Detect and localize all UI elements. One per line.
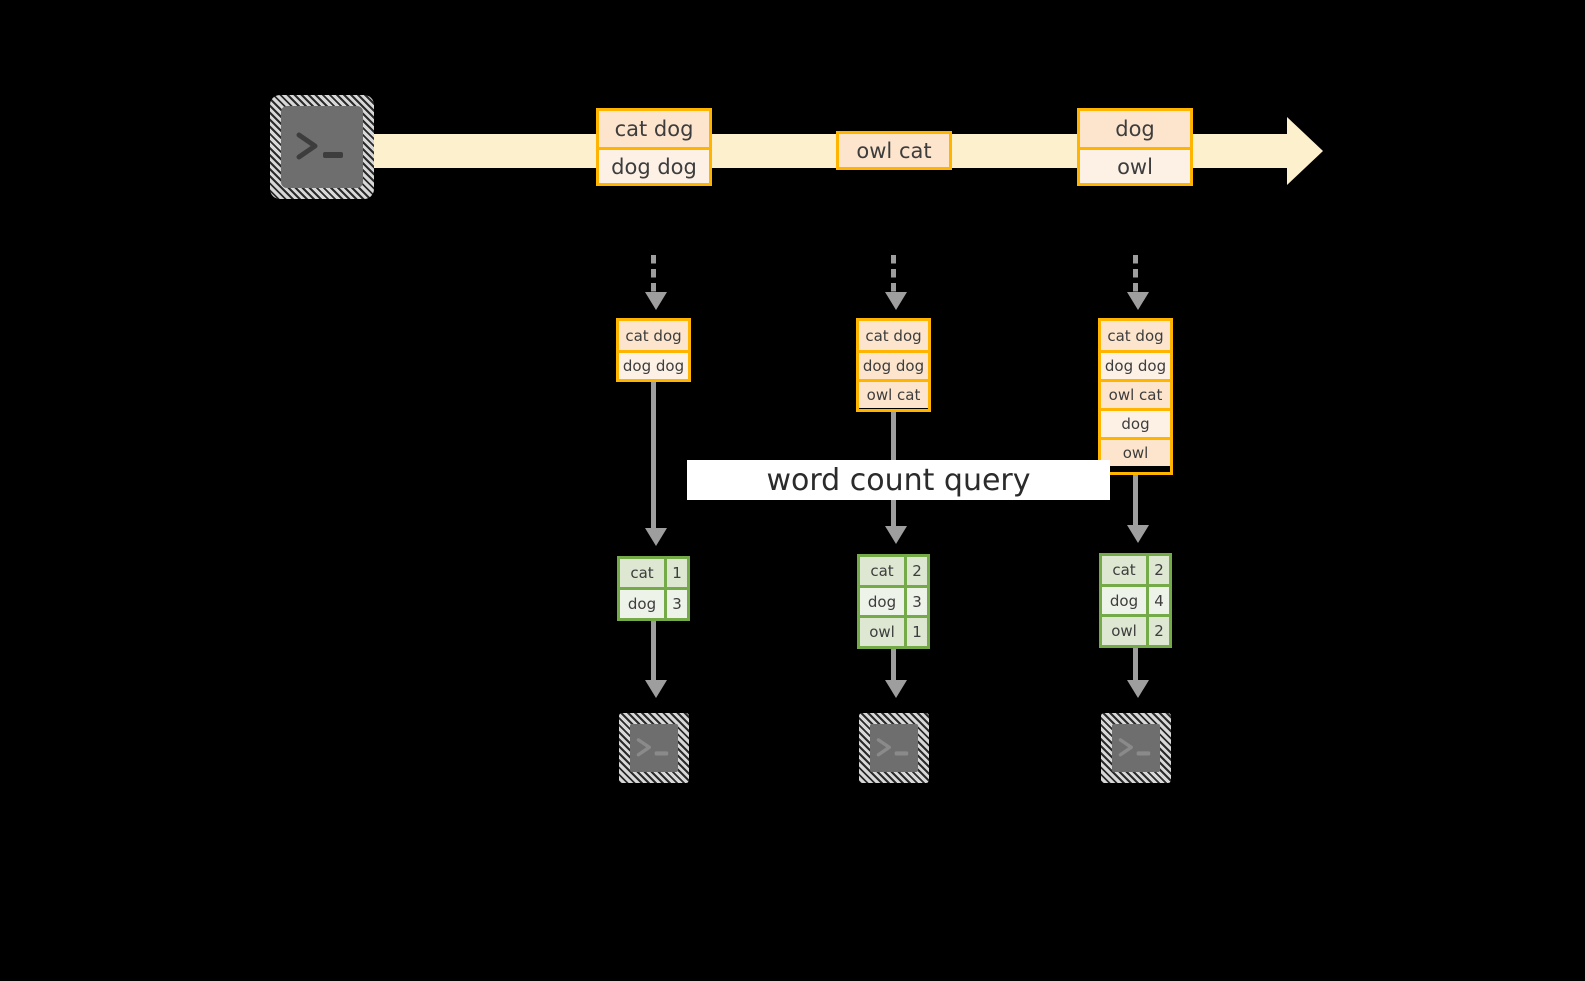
snapshot-3-sink-connector	[1133, 648, 1138, 683]
snapshot-1-query-connector	[651, 382, 656, 532]
result-row: dog 3	[620, 587, 687, 618]
snapshot-3-result-table[interactable]: cat 2 dog 4 owl 2	[1099, 553, 1172, 648]
snapshot-row: cat dog	[1101, 321, 1170, 350]
snapshot-3-sink-arrowhead	[1127, 680, 1149, 698]
terminal-screen	[870, 724, 918, 772]
terminal-screen	[1112, 724, 1160, 772]
result-count: 3	[904, 587, 927, 616]
snapshot-1-sink-connector	[651, 621, 656, 683]
snapshot-2-input-table[interactable]: cat dog dog dog owl cat	[856, 318, 931, 412]
stream-group-3[interactable]: dog owl	[1077, 108, 1193, 186]
terminal-screen	[281, 106, 363, 188]
result-row: cat 1	[620, 559, 687, 587]
snapshot-3-sink-terminal-icon[interactable]	[1101, 713, 1171, 783]
result-count: 1	[664, 559, 687, 587]
result-word: owl	[860, 618, 904, 647]
result-row: owl 1	[860, 615, 927, 647]
snapshot-2-capture-connector	[891, 255, 896, 295]
terminal-screen	[630, 724, 678, 772]
query-label-text: word count query	[766, 462, 1031, 498]
result-count: 2	[904, 557, 927, 585]
snapshot-row: cat dog	[619, 321, 688, 350]
snapshot-1-query-arrowhead	[645, 528, 667, 546]
snapshot-1-capture-arrowhead	[645, 292, 667, 310]
stream-group-2[interactable]: owl cat	[836, 131, 952, 170]
terminal-prompt-glyph	[636, 738, 669, 757]
snapshot-row: dog dog	[619, 350, 688, 379]
snapshot-row: owl cat	[1101, 379, 1170, 408]
result-word: cat	[1102, 556, 1146, 584]
stream-record: dog	[1080, 111, 1190, 147]
stream-group-1[interactable]: cat dog dog dog	[596, 108, 712, 186]
source-terminal-icon[interactable]	[270, 95, 374, 199]
result-word: dog	[1102, 586, 1146, 615]
snapshot-1-capture-connector	[651, 255, 656, 295]
result-count: 1	[904, 618, 927, 647]
result-row: dog 3	[860, 584, 927, 616]
result-word: cat	[860, 557, 904, 585]
stream-record: dog dog	[599, 147, 709, 183]
snapshot-1-input-table[interactable]: cat dog dog dog	[616, 318, 691, 382]
snapshot-2-capture-arrowhead	[885, 292, 907, 310]
result-row: owl 2	[1102, 614, 1169, 646]
snapshot-1-sink-terminal-icon[interactable]	[619, 713, 689, 783]
snapshot-1-result-table[interactable]: cat 1 dog 3	[617, 556, 690, 621]
snapshot-2-query-arrowhead	[885, 526, 907, 544]
result-word: owl	[1102, 617, 1146, 646]
snapshot-row: cat dog	[859, 321, 928, 350]
stream-record: owl	[1080, 147, 1190, 183]
snapshot-2-sink-terminal-icon[interactable]	[859, 713, 929, 783]
snapshot-row: dog dog	[859, 350, 928, 379]
terminal-prompt-glyph	[1118, 738, 1151, 757]
snapshot-3-query-arrowhead	[1127, 525, 1149, 543]
result-row: cat 2	[1102, 556, 1169, 584]
snapshot-row: dog dog	[1101, 350, 1170, 379]
query-label: word count query	[687, 460, 1110, 500]
result-count: 4	[1146, 586, 1169, 615]
snapshot-row: owl	[1101, 437, 1170, 466]
terminal-prompt-glyph	[296, 132, 343, 160]
snapshot-3-capture-connector	[1133, 255, 1138, 295]
stream-record: owl cat	[839, 134, 949, 167]
snapshot-3-input-table[interactable]: cat dog dog dog owl cat dog owl	[1098, 318, 1173, 475]
snapshot-2-sink-arrowhead	[885, 680, 907, 698]
result-count: 3	[664, 590, 687, 618]
snapshot-1-sink-arrowhead	[645, 680, 667, 698]
snapshot-3-capture-arrowhead	[1127, 292, 1149, 310]
snapshot-3-query-connector	[1133, 475, 1138, 529]
result-word: cat	[620, 559, 664, 587]
snapshot-row: owl cat	[859, 379, 928, 408]
result-count: 2	[1146, 617, 1169, 646]
result-count: 2	[1146, 556, 1169, 584]
snapshot-2-sink-connector	[891, 649, 896, 683]
snapshot-row: dog	[1101, 408, 1170, 437]
snapshot-2-result-table[interactable]: cat 2 dog 3 owl 1	[857, 554, 930, 649]
stream-record: cat dog	[599, 111, 709, 147]
result-row: cat 2	[860, 557, 927, 585]
result-row: dog 4	[1102, 583, 1169, 615]
result-word: dog	[620, 590, 664, 618]
terminal-prompt-glyph	[876, 738, 909, 757]
result-word: dog	[860, 587, 904, 616]
stream-arrowhead	[1287, 117, 1323, 185]
